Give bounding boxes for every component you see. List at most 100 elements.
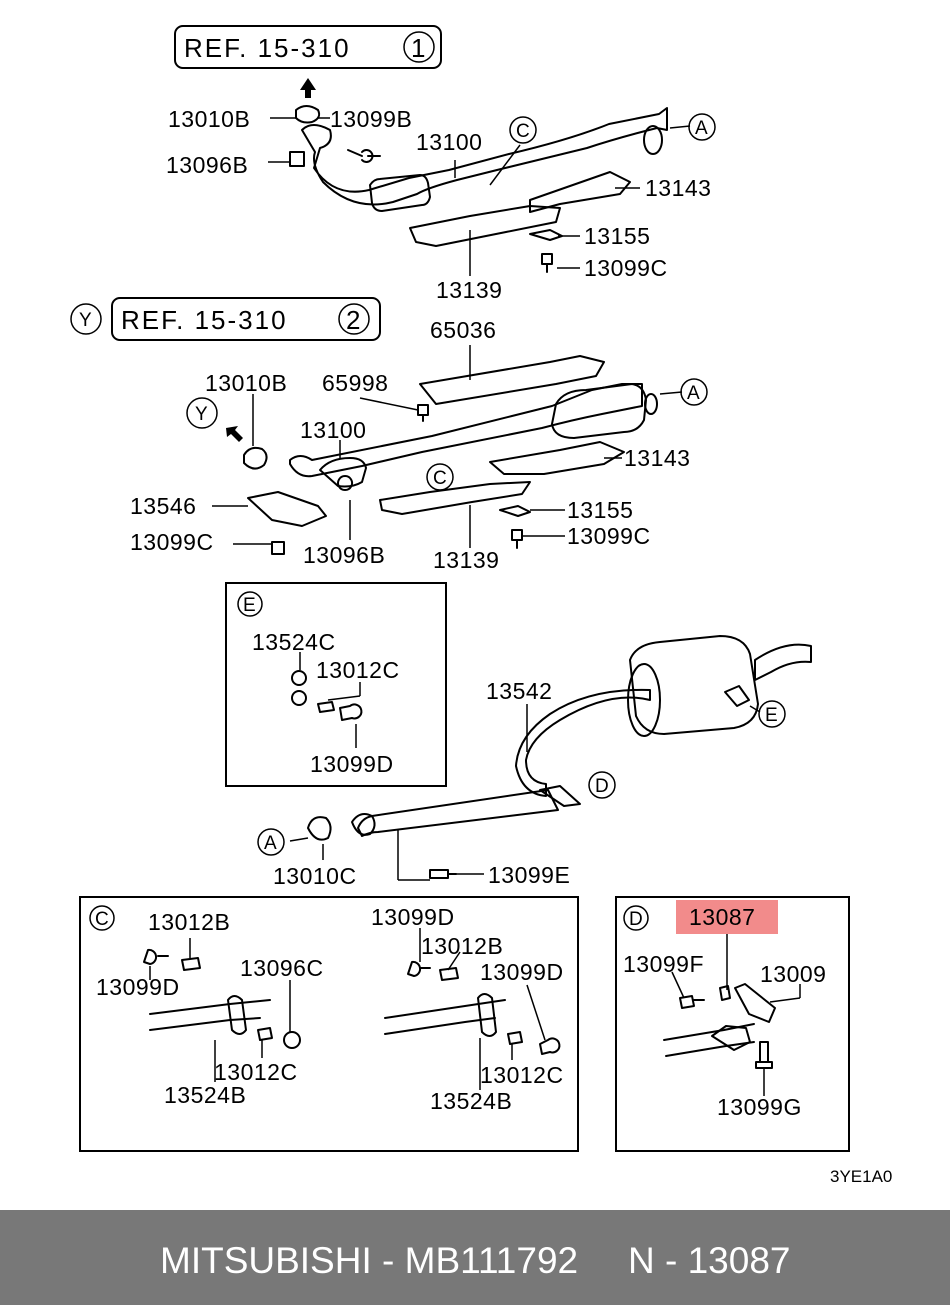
label-13524c: 13524C (252, 629, 336, 655)
main-muffler-end (627, 663, 661, 737)
ref-box-mid (111, 297, 381, 341)
hanger-13524b-right (477, 993, 497, 1037)
d-pipe (663, 1023, 755, 1057)
nut-13096c (283, 1031, 301, 1049)
heat-protector-13139 (409, 205, 561, 247)
label-13099d-c-r2: 13099D (480, 959, 564, 985)
marker-d-muffler-text: D (595, 776, 609, 797)
collar-13012c-c-right (507, 1031, 523, 1045)
marker-a-muffler-text: A (264, 833, 277, 854)
label-13099c-mid-right: 13099C (567, 523, 651, 549)
label-13524b-c-left: 13524B (164, 1082, 246, 1108)
heat-protector-13143 (529, 171, 631, 213)
marker-e-muffler-text: E (765, 705, 778, 726)
ref-box-top (174, 25, 442, 69)
label-13099c-top: 13099C (584, 255, 668, 281)
marker-c-box (89, 905, 115, 931)
bracket-13155-mid (499, 505, 531, 517)
bolt-13099b (347, 149, 381, 163)
label-13009: 13009 (760, 961, 826, 987)
marker-c-top-text: C (516, 121, 530, 142)
label-13546: 13546 (130, 493, 196, 519)
catalyst-mid (319, 457, 367, 488)
label-13100-top: 13100 (416, 129, 482, 155)
collar-13012c-e (317, 701, 335, 713)
footer-bar: MITSUBISHI - MB111792 N - 13087 (0, 1210, 950, 1305)
label-13012b-c-right: 13012B (421, 933, 503, 959)
c-left-pipe (149, 999, 271, 1031)
bolt-13099g (755, 1041, 773, 1069)
middle-section: Y REF. 15-310 2 65036 (70, 297, 708, 573)
bolt-13099d-c-r1 (407, 960, 431, 977)
label-65998: 65998 (322, 370, 388, 396)
diagram-code: 3YE1A0 (830, 1167, 892, 1186)
e-detail-box: E 13524C 13012C 13099D (225, 582, 447, 787)
marker-y-mid (186, 397, 218, 429)
marker-a-mid (680, 378, 708, 406)
label-13099d-c-left: 13099D (96, 974, 180, 1000)
bolt-13099c-top (541, 253, 553, 273)
marker-e-box (237, 591, 263, 617)
label-13087: 13087 (689, 904, 755, 930)
gasket-13010b-mid (243, 446, 268, 470)
marker-d-muffler (588, 771, 616, 799)
bolt-13099d-c-left (143, 948, 169, 965)
bolt-13099e (429, 869, 457, 879)
label-13542: 13542 (486, 678, 552, 704)
nut-13096b-mid (337, 475, 354, 491)
bolt-13099d-e (339, 703, 363, 721)
label-13143-mid: 13143 (624, 445, 690, 471)
label-13099d-e: 13099D (310, 751, 394, 777)
collar-13012c-c-left (257, 1027, 273, 1041)
label-13100-mid: 13100 (300, 417, 366, 443)
label-13096b-top: 13096B (166, 152, 248, 178)
label-13096c: 13096C (240, 955, 324, 981)
collar-13012b-right (439, 967, 459, 981)
marker-a-muffler (257, 828, 285, 856)
front-flange (351, 813, 376, 836)
label-13099b-top: 13099B (330, 106, 412, 132)
nut-13096b (289, 151, 305, 167)
ref-label-top: REF. 15-310 (184, 33, 351, 63)
ref-circle-top (403, 31, 435, 63)
label-13155-top: 13155 (584, 223, 650, 249)
catalyst-body (369, 174, 431, 212)
label-13012c-e: 13012C (316, 657, 400, 683)
bolt-13099d-c-r2 (539, 1037, 561, 1055)
front-pipe-13100 (301, 107, 668, 206)
ref-number-mid: 2 (346, 305, 362, 335)
label-65036: 65036 (430, 317, 496, 343)
marker-d-box-text: D (629, 909, 643, 930)
heat-shield-13546 (247, 491, 327, 527)
c-box-frame (79, 896, 579, 1152)
ref-circle-mid (338, 303, 370, 335)
marker-e-box-text: E (243, 595, 256, 616)
marker-y-mid-text: Y (195, 404, 208, 425)
label-13099f: 13099F (623, 951, 704, 977)
marker-a-top (688, 113, 716, 141)
label-13099g: 13099G (717, 1094, 802, 1120)
label-13139-mid: 13139 (433, 547, 499, 573)
marker-a-mid-text: A (687, 383, 700, 404)
gasket-13010c (307, 816, 332, 841)
main-muffler-body (629, 635, 759, 735)
c-right-pipe (384, 999, 506, 1035)
d-detail-box: D 13087 13099F 13009 13099G (615, 896, 850, 1152)
collar-13012b-left (181, 957, 201, 971)
label-13099e: 13099E (488, 862, 570, 888)
e-box-frame (225, 582, 447, 787)
marker-c-top (509, 116, 537, 144)
label-13012c-c-left: 13012C (214, 1059, 298, 1085)
ref-label-mid: REF. 15-310 (121, 305, 288, 335)
marker-c-mid (426, 463, 454, 491)
bolt-65998 (417, 404, 429, 422)
marker-e-muffler (758, 700, 786, 728)
ref-number-top: 1 (411, 33, 427, 63)
footer-part-code: N - 13087 (628, 1240, 791, 1281)
bracket-13155 (529, 229, 563, 241)
marker-c-box-text: C (95, 909, 109, 930)
hanger-13524b-left (227, 995, 247, 1035)
label-13012c-c-right: 13012C (480, 1062, 564, 1088)
bracket-13009 (734, 983, 776, 1023)
label-13010c: 13010C (273, 863, 357, 889)
